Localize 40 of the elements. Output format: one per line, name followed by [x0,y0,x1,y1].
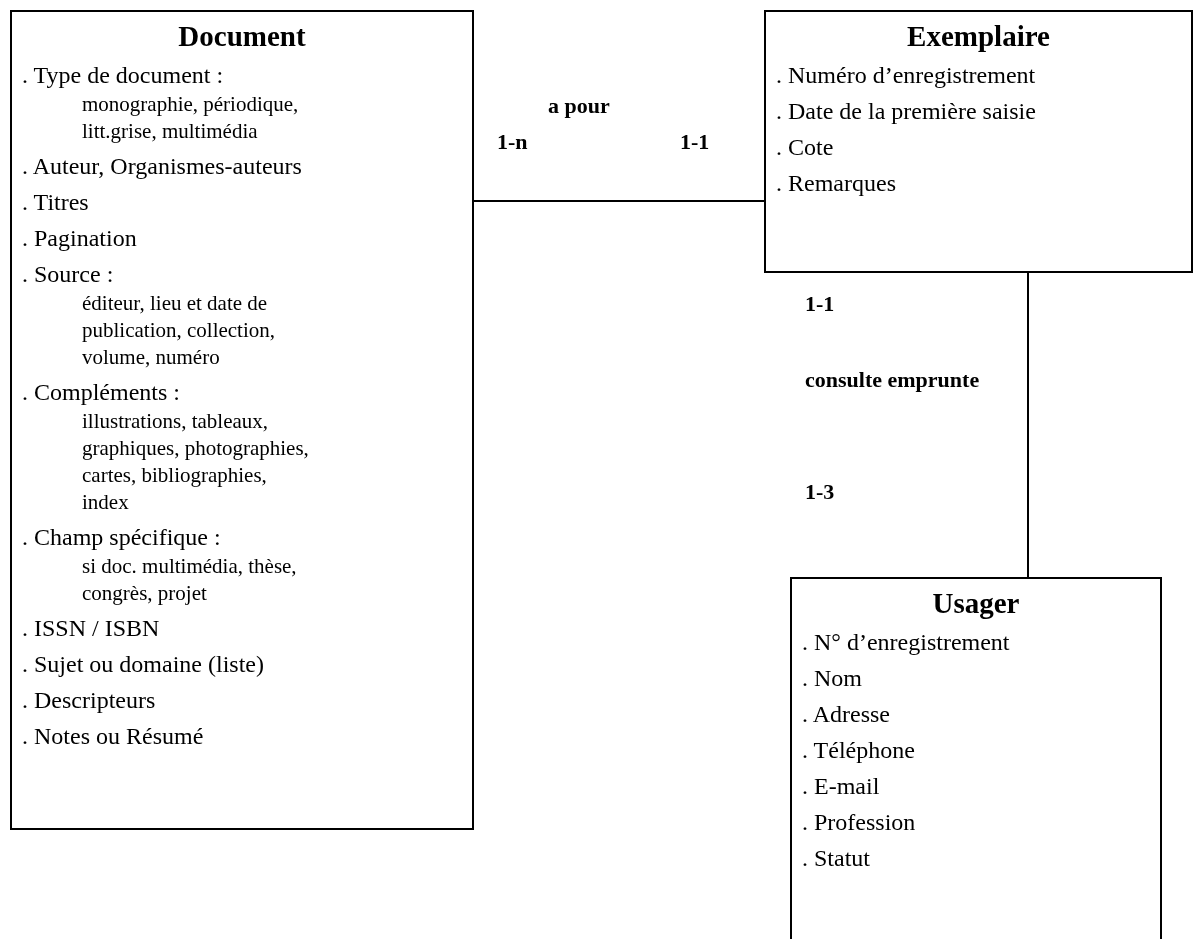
attribute-text: . Téléphone [802,736,916,765]
attribute-text: . Numéro d’enregistrement [776,61,1037,90]
cardinality-label: 1-3 [805,478,835,505]
entity-title: Document [177,19,307,54]
attribute-text: . Champ spécifique : [22,523,222,552]
attribute-text: . Profession [802,808,917,837]
attribute-text: . Type de document : [22,61,225,90]
connector-line [1027,272,1029,578]
connector-line [473,200,765,202]
cardinality-label: 1-1 [805,290,835,317]
entity-title: Usager [931,586,1021,621]
entity-title: Exemplaire [906,19,1051,54]
attribute-text: . E-mail [802,772,881,801]
attribute-text: monographie, périodique, litt.grise, multimédia [81,91,300,145]
cardinality-label: 1-1 [680,128,710,155]
attribute-text: . Notes ou Résumé [22,722,205,751]
edge-label: consulte emprunte [805,366,981,394]
attribute-text: . Source : [22,260,115,289]
attribute-text: . Cote [776,133,835,162]
attribute-text: éditeur, lieu et date de publication, collection, volume, numéro [81,290,277,371]
attribute-text: si doc. multimédia, thèse, congrès, projet [81,553,298,607]
attribute-text: . Adresse [802,700,891,729]
attribute-text: . Remarques [776,169,897,198]
cardinality-label: 1-n [497,128,528,155]
attribute-text: . Sujet ou domaine (liste) [22,650,265,679]
entity-box [790,577,1162,939]
attribute-text: . Date de la première saisie [776,97,1037,126]
entity-box [764,10,1193,273]
edge-label: a pour [548,92,610,119]
attribute-text: . N° d’enregistrement [802,628,1011,657]
attribute-text: . Statut [802,844,871,873]
attribute-text: . Descripteurs [22,686,157,715]
entity-box [10,10,474,830]
attribute-text: . Titres [22,188,90,217]
attribute-text: illustrations, tableaux, graphiques, photographies, cartes, bibliographies, index [81,408,310,516]
attribute-text: . Pagination [22,224,138,253]
attribute-text: . ISSN / ISBN [22,614,161,643]
attribute-text: . Compléments : [22,378,181,407]
attribute-text: . Auteur, Organismes-auteurs [22,152,303,181]
attribute-text: . Nom [802,664,863,693]
